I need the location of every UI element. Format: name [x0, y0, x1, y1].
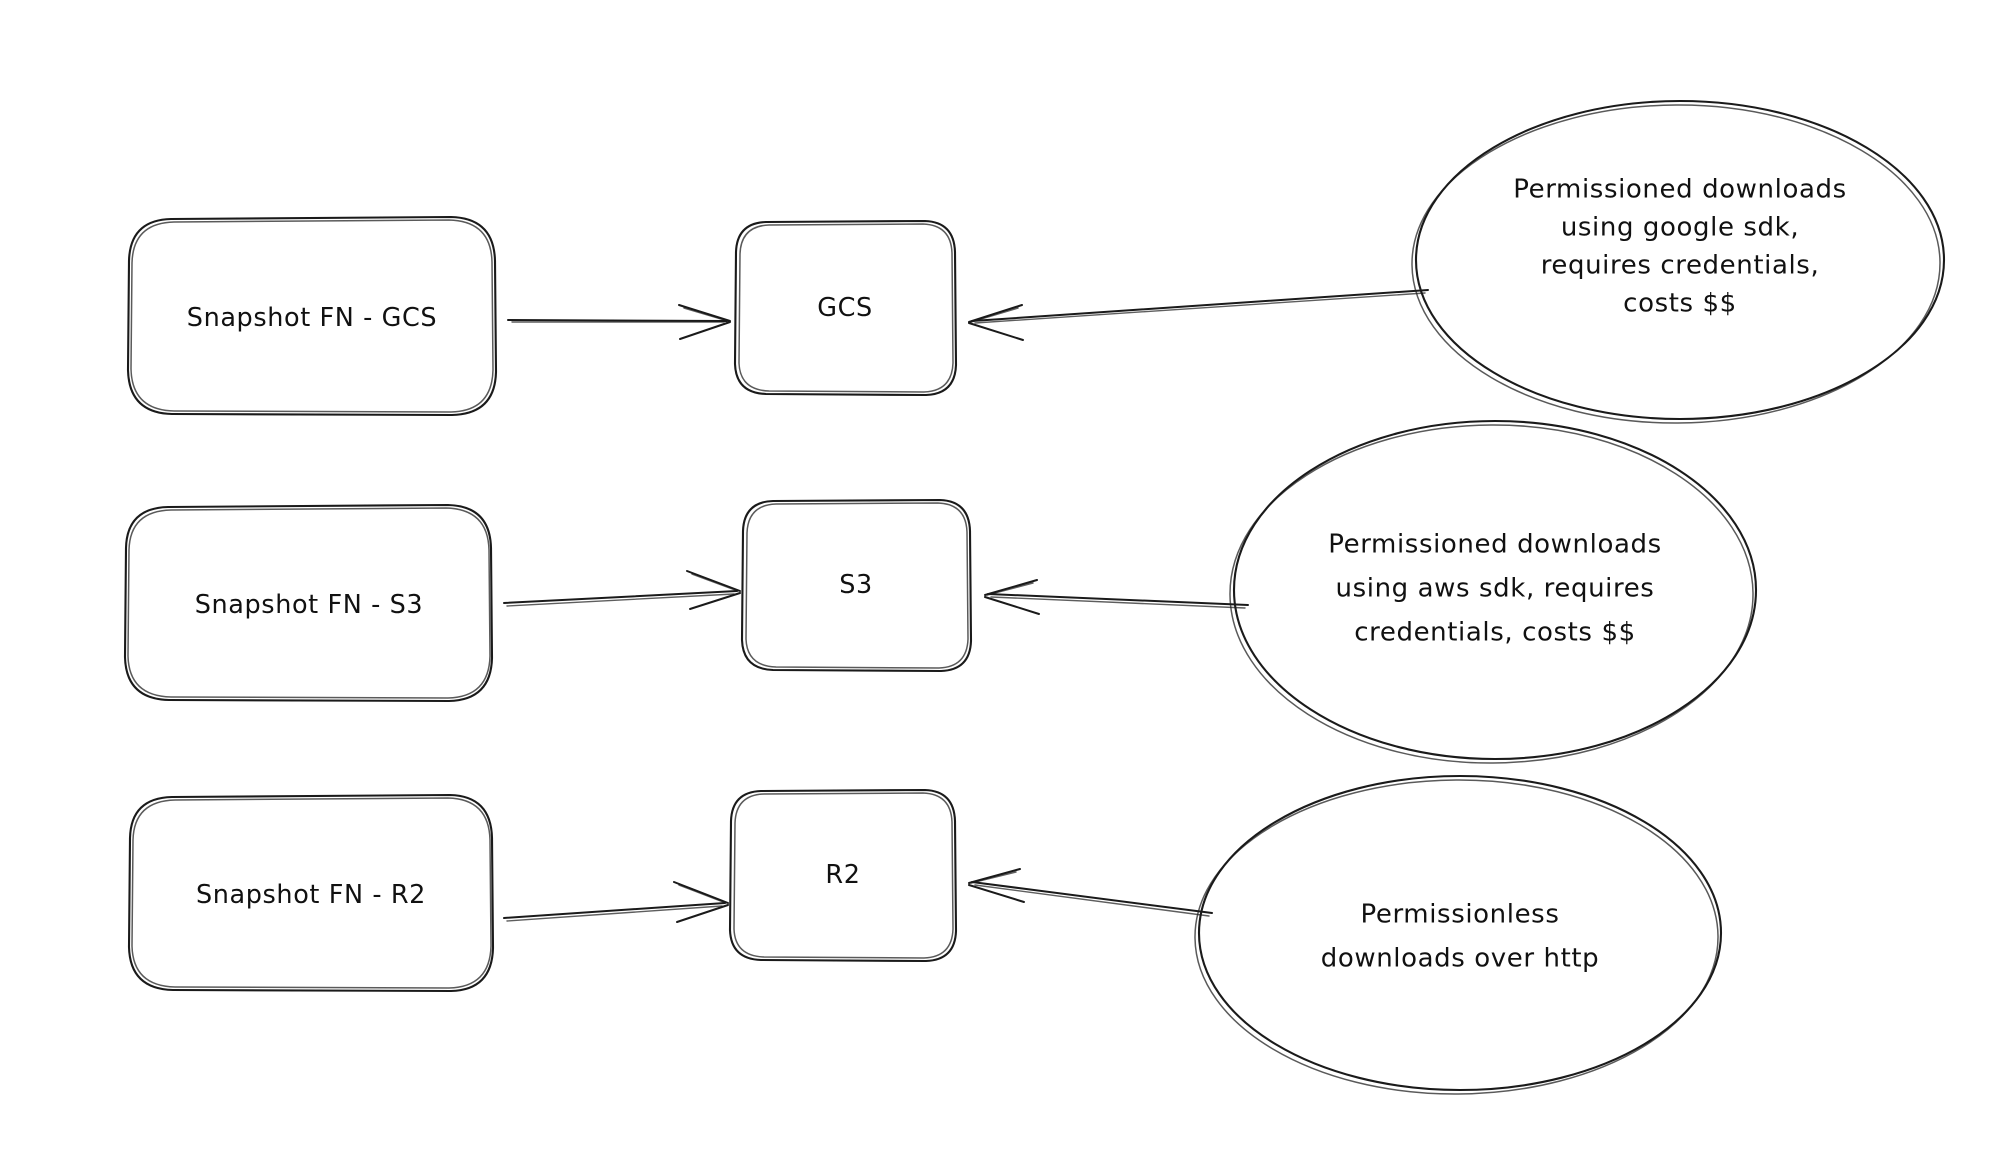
node-label-r2: R2	[825, 860, 860, 890]
note-gcs-line-4: costs $$	[1623, 289, 1737, 319]
edge-snapshot-fn-gcs-to-gcs	[507, 304, 731, 340]
node-snapshot-fn-gcs[interactable]: Snapshot FN - GCS	[126, 215, 498, 417]
node-s3[interactable]: S3	[740, 498, 973, 673]
edge-gcs-note-to-gcs	[968, 289, 1429, 341]
node-label-s3: S3	[839, 570, 873, 600]
note-gcs-line-2: using google sdk,	[1561, 213, 1799, 243]
note-s3-line-2: using aws sdk, requires	[1336, 574, 1655, 604]
note-r2-line-2: downloads over http	[1321, 944, 1600, 974]
node-label-snapshot-fn-s3: Snapshot FN - S3	[195, 590, 423, 620]
note-gcs[interactable]: Permissioned downloads using google sdk,…	[1411, 99, 1946, 424]
note-s3-line-3: credentials, costs $$	[1354, 618, 1635, 648]
node-label-snapshot-fn-r2: Snapshot FN - R2	[196, 880, 426, 910]
node-label-gcs: GCS	[817, 293, 873, 323]
node-label-snapshot-fn-gcs: Snapshot FN - GCS	[187, 303, 437, 333]
node-snapshot-fn-r2[interactable]: Snapshot FN - R2	[127, 793, 495, 993]
node-snapshot-fn-s3[interactable]: Snapshot FN - S3	[123, 503, 494, 703]
edge-r2-note-to-r2	[968, 868, 1213, 917]
note-s3[interactable]: Permissioned downloads using aws sdk, re…	[1229, 419, 1758, 764]
note-s3-line-1: Permissioned downloads	[1328, 530, 1661, 560]
note-gcs-line-3: requires credentials,	[1541, 251, 1820, 281]
edge-snapshot-fn-r2-to-r2	[503, 881, 729, 923]
node-gcs[interactable]: GCS	[733, 219, 958, 397]
note-r2[interactable]: Permissionless downloads over http	[1194, 774, 1723, 1095]
edge-snapshot-fn-s3-to-s3	[503, 570, 741, 610]
edge-s3-note-to-s3	[984, 579, 1249, 615]
note-gcs-line-1: Permissioned downloads	[1513, 175, 1846, 205]
note-r2-line-1: Permissionless	[1361, 900, 1560, 930]
node-r2[interactable]: R2	[728, 788, 958, 963]
